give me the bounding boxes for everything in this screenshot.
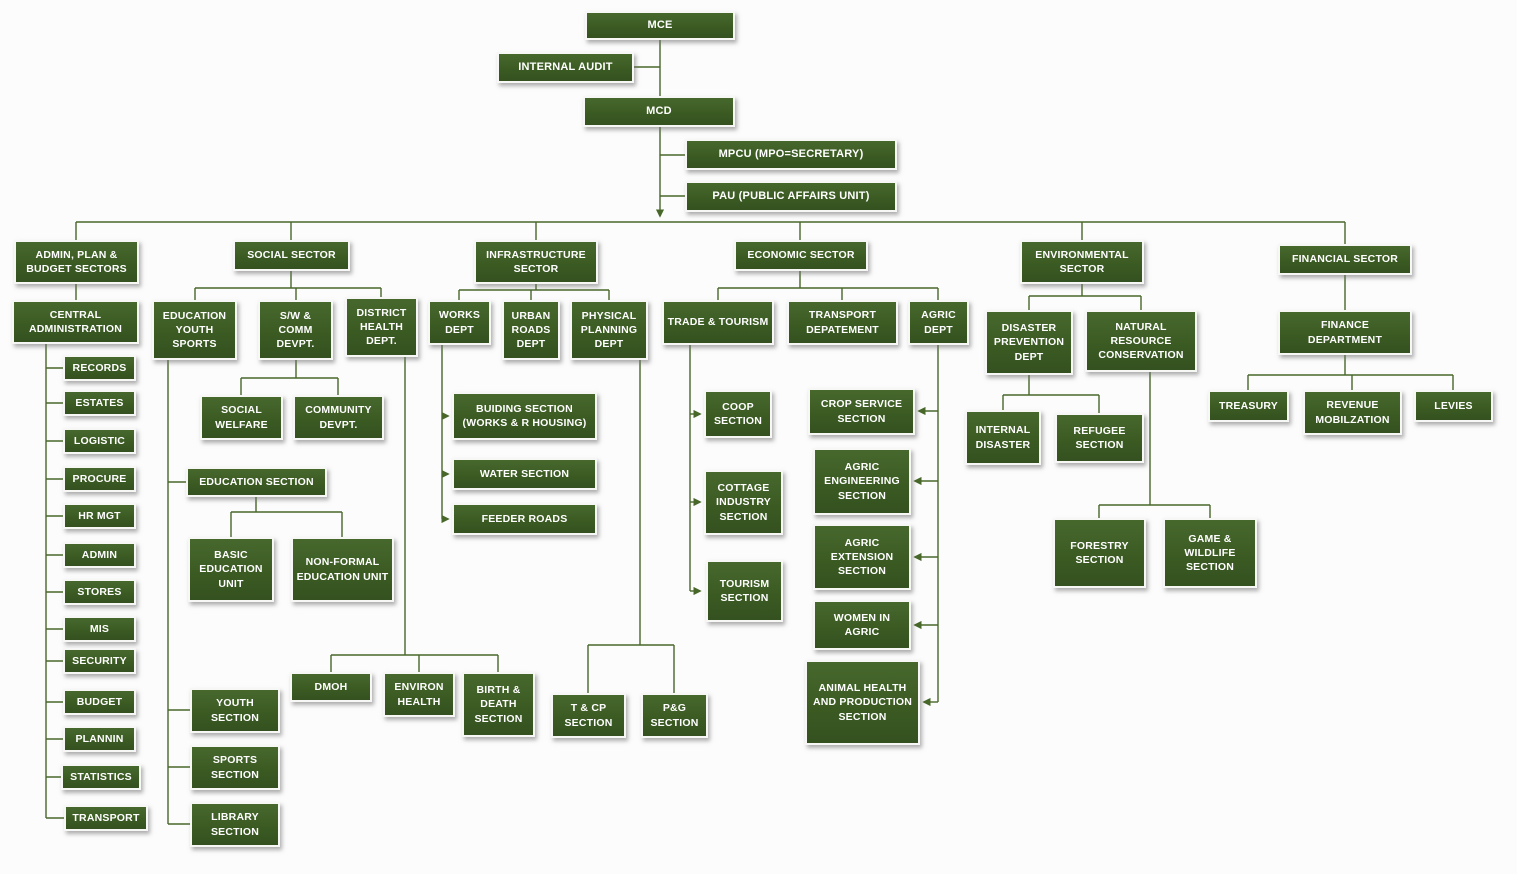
node-estates: ESTATES <box>63 390 136 416</box>
node-mcd: MCD <box>583 96 735 127</box>
node-treasury: TREASURY <box>1208 390 1289 422</box>
node-levies: LEVIES <box>1414 390 1493 422</box>
node-trade-tourism: TRADE & TOURISM <box>662 300 774 345</box>
node-internal-audit: INTERNAL AUDIT <box>497 52 634 83</box>
node-plannin: PLANNIN <box>63 726 136 752</box>
node-logistic: LOGISTIC <box>63 428 136 454</box>
node-environmental-sector: ENVIRONMENTAL SECTOR <box>1020 240 1144 284</box>
node-admin-plan-budget-sectors: ADMIN, PLAN & BUDGET SECTORS <box>14 240 139 284</box>
node-crop-service-section: CROP SERVICE SECTION <box>808 388 915 435</box>
node-mis: MIS <box>63 616 136 642</box>
node-water-section: WATER SECTION <box>452 458 597 490</box>
node-women-in-agric: WOMEN IN AGRIC <box>813 600 911 650</box>
node-youth-section: YOUTH SECTION <box>190 688 280 733</box>
node-non-formal-education-unit: NON-FORMAL EDUCATION UNIT <box>291 537 394 602</box>
node-central-administration: CENTRAL ADMINISTRATION <box>12 300 139 344</box>
node-basic-education-unit: BASIC EDUCATION UNIT <box>188 537 274 602</box>
node-environ-health: ENVIRON HEALTH <box>383 672 455 717</box>
node-feeder-roads: FEEDER ROADS <box>452 503 597 535</box>
node-mce: MCE <box>585 11 735 40</box>
node-sports-section: SPORTS SECTION <box>190 745 280 790</box>
node-cottage-industry-section: COTTAGE INDUSTRY SECTION <box>704 470 783 535</box>
node-internal-disaster: INTERNAL DISASTER <box>965 410 1041 465</box>
node-community-devpt: COMMUNITY DEVPT. <box>293 395 384 440</box>
node-game-wildlife-section: GAME & WILDLIFE SECTION <box>1163 518 1257 588</box>
node-urban-roads-dept: URBAN ROADS DEPT <box>502 300 560 360</box>
node-tourism-section: TOURISM SECTION <box>706 560 783 622</box>
node-coop-section: COOP SECTION <box>704 390 772 438</box>
node-admin: ADMIN <box>63 542 136 568</box>
node-dmoh: DMOH <box>290 672 372 702</box>
node-statistics: STATISTICS <box>61 764 141 790</box>
node-procure: PROCURE <box>63 466 136 492</box>
node-infrastructure-sector: INFRASTRUCTURE SECTOR <box>474 240 598 284</box>
node-animal-health-section: ANIMAL HEALTH AND PRODUCTION SECTION <box>805 660 920 745</box>
node-revenue-mobilzation: REVENUE MOBILZATION <box>1303 390 1402 435</box>
node-disaster-prevention-dept: DISASTER PREVENTION DEPT <box>985 310 1073 375</box>
node-physical-planning-dept: PHYSICAL PLANNING DEPT <box>570 300 648 360</box>
node-social-welfare: SOCIAL WELFARE <box>200 395 283 440</box>
node-hr-mgt: HR MGT <box>63 503 136 529</box>
node-pau: PAU (PUBLIC AFFAIRS UNIT) <box>685 181 897 212</box>
node-works-dept: WORKS DEPT <box>428 300 491 345</box>
node-pg-section: P&G SECTION <box>641 693 708 738</box>
node-security: SECURITY <box>63 648 136 674</box>
node-sw-comm-devpt: S/W & COMM DEVPT. <box>258 300 333 360</box>
node-natural-resource-conservation: NATURAL RESOURCE CONSERVATION <box>1085 310 1197 372</box>
node-district-health-dept: DISTRICT HEALTH DEPT. <box>345 297 418 357</box>
node-birth-death-section: BIRTH & DEATH SECTION <box>462 672 535 737</box>
node-mpcu: MPCU (MPO=SECRETARY) <box>685 139 897 170</box>
node-tcp-section: T & CP SECTION <box>551 693 626 738</box>
node-economic-sector: ECONOMIC SECTOR <box>734 240 868 271</box>
node-building-section: BUIDING SECTION (WORKS & R HOUSING) <box>452 392 597 440</box>
node-agric-dept: AGRIC DEPT <box>908 300 969 345</box>
node-budget: BUDGET <box>63 689 136 715</box>
node-agric-engineering-section: AGRIC ENGINEERING SECTION <box>813 448 911 515</box>
node-transport-depatement: TRANSPORT DEPATEMENT <box>787 300 898 345</box>
node-refugee-section: REFUGEE SECTION <box>1055 413 1144 463</box>
node-financial-sector: FINANCIAL SECTOR <box>1278 244 1412 275</box>
node-social-sector: SOCIAL SECTOR <box>233 240 350 271</box>
node-agric-extension-section: AGRIC EXTENSION SECTION <box>813 524 911 590</box>
node-records: RECORDS <box>63 355 136 381</box>
node-forestry-section: FORESTRY SECTION <box>1053 518 1146 588</box>
node-education-youth-sports: EDUCATION YOUTH SPORTS <box>152 300 237 360</box>
node-stores: STORES <box>63 579 136 605</box>
node-library-section: LIBRARY SECTION <box>190 802 280 847</box>
node-transport: TRANSPORT <box>64 805 148 831</box>
node-finance-department: FINANCE DEPARTMENT <box>1278 310 1412 355</box>
node-education-section: EDUCATION SECTION <box>186 467 327 497</box>
